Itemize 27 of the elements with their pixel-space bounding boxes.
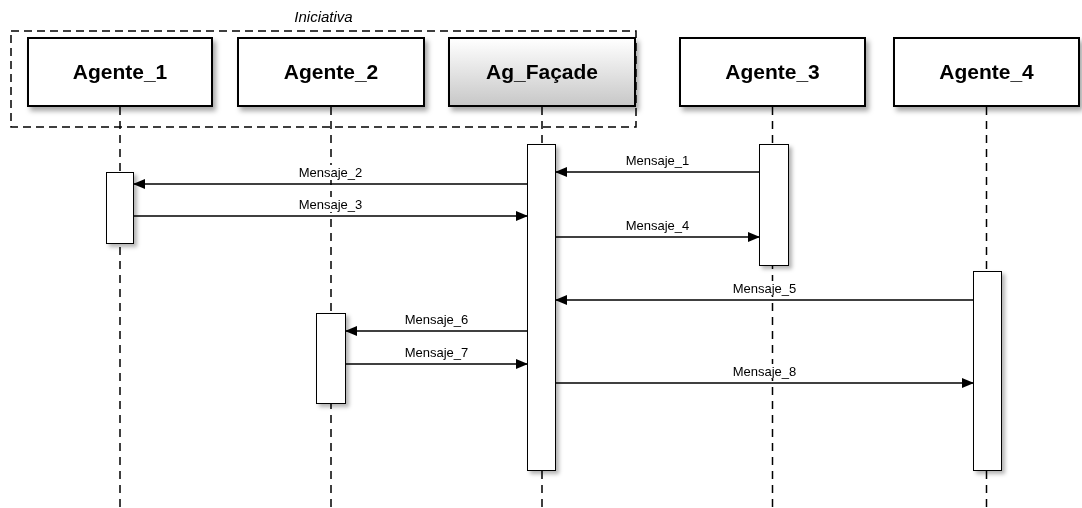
- activation-bar: [527, 144, 556, 471]
- message-label: Mensaje_7: [402, 345, 471, 360]
- message-label: Mensaje_8: [730, 364, 799, 379]
- message-arrow: [345, 359, 528, 369]
- activation-bar: [759, 144, 789, 266]
- message-label: Mensaje_6: [402, 312, 471, 327]
- message-label: Mensaje_1: [623, 153, 692, 168]
- message-label: Mensaje_3: [296, 197, 365, 212]
- message-arrow: [133, 211, 528, 221]
- message-arrow: [555, 378, 974, 388]
- activation-bar: [316, 313, 346, 404]
- activation-bar: [973, 271, 1002, 471]
- message-label: Mensaje_4: [623, 218, 692, 233]
- message-arrow: [133, 179, 528, 189]
- message-label: Mensaje_2: [296, 165, 365, 180]
- group-title: Iniciativa: [293, 8, 354, 25]
- lifeline-header: Ag_Façade: [448, 37, 636, 107]
- message-arrow: [555, 295, 974, 305]
- lifeline-header: Agente_3: [679, 37, 866, 107]
- message-arrow: [555, 232, 760, 242]
- lifeline-header: Agente_1: [27, 37, 213, 107]
- lifeline-header: Agente_4: [893, 37, 1080, 107]
- activation-bar: [106, 172, 134, 244]
- message-arrow: [555, 167, 760, 177]
- message-arrow: [345, 326, 528, 336]
- lifeline-header: Agente_2: [237, 37, 425, 107]
- message-label: Mensaje_5: [730, 281, 799, 296]
